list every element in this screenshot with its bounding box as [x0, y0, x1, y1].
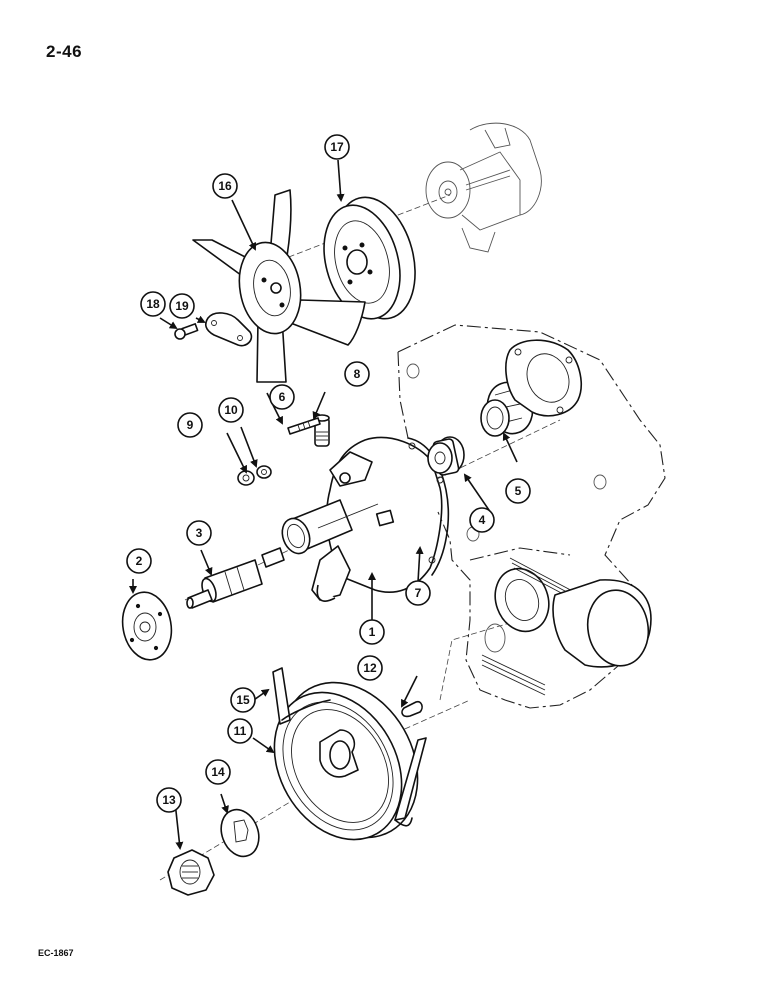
svg-text:9: 9 [187, 418, 194, 432]
part-8-stud [287, 417, 321, 435]
svg-text:15: 15 [236, 693, 250, 707]
svg-text:18: 18 [146, 297, 160, 311]
callout-12: 12 [357, 655, 383, 681]
part-13-nut [167, 849, 215, 896]
svg-text:4: 4 [479, 513, 486, 527]
part-1-pump-body [281, 436, 443, 602]
part-14-washer [220, 808, 260, 858]
part-16-fan [192, 189, 366, 383]
callout-6: 6 [269, 384, 295, 410]
part-3-shaft-bearing [186, 547, 285, 609]
svg-text:12: 12 [363, 661, 377, 675]
part-4-seal [427, 436, 465, 476]
part-2-hub [121, 591, 173, 661]
reference-water-pump-ghost [425, 122, 542, 253]
svg-text:11: 11 [234, 724, 247, 738]
svg-text:19: 19 [175, 299, 189, 313]
callout-9: 9 [177, 412, 203, 438]
callout-15: 15 [230, 687, 256, 713]
part-15-belt [272, 667, 427, 827]
callout-13: 13 [156, 787, 182, 813]
svg-text:2: 2 [136, 554, 143, 568]
callout-8: 8 [344, 361, 370, 387]
callout-10: 10 [218, 397, 244, 423]
part-18-bolt [174, 323, 199, 340]
callout-7: 7 [405, 580, 431, 606]
callout-2: 2 [126, 548, 152, 574]
callout-5: 5 [505, 478, 531, 504]
part-11-crank-pulley [273, 681, 419, 841]
callout-17: 17 [324, 134, 350, 160]
part-12-key [401, 700, 423, 718]
callout-3: 3 [186, 520, 212, 546]
svg-text:5: 5 [515, 484, 522, 498]
callout-4: 4 [469, 507, 495, 533]
svg-text:6: 6 [279, 390, 286, 404]
leader-lines [129, 159, 518, 850]
svg-text:13: 13 [162, 793, 176, 807]
svg-text:7: 7 [415, 586, 422, 600]
part-7-gasket [407, 437, 450, 576]
page-number: 2-46 [46, 42, 83, 61]
svg-text:10: 10 [224, 403, 238, 417]
callout-11: 11 [227, 718, 253, 744]
part-17-pulley [323, 196, 416, 320]
callout-1: 1 [359, 619, 385, 645]
svg-text:8: 8 [354, 367, 361, 381]
callout-19: 19 [169, 293, 195, 319]
svg-text:3: 3 [196, 526, 203, 540]
part-9-nut [237, 470, 255, 486]
timing-gear-cover [397, 324, 666, 709]
part-19-spacer-plate [204, 312, 253, 347]
figure-code: EC-1867 [38, 948, 74, 958]
svg-text:1: 1 [369, 625, 376, 639]
part-10-washer [256, 465, 272, 479]
callout-16: 16 [212, 173, 238, 199]
callout-14: 14 [205, 759, 231, 785]
callout-18: 18 [140, 291, 166, 317]
svg-text:17: 17 [330, 140, 344, 154]
svg-text:16: 16 [218, 179, 232, 193]
svg-text:14: 14 [211, 765, 225, 779]
